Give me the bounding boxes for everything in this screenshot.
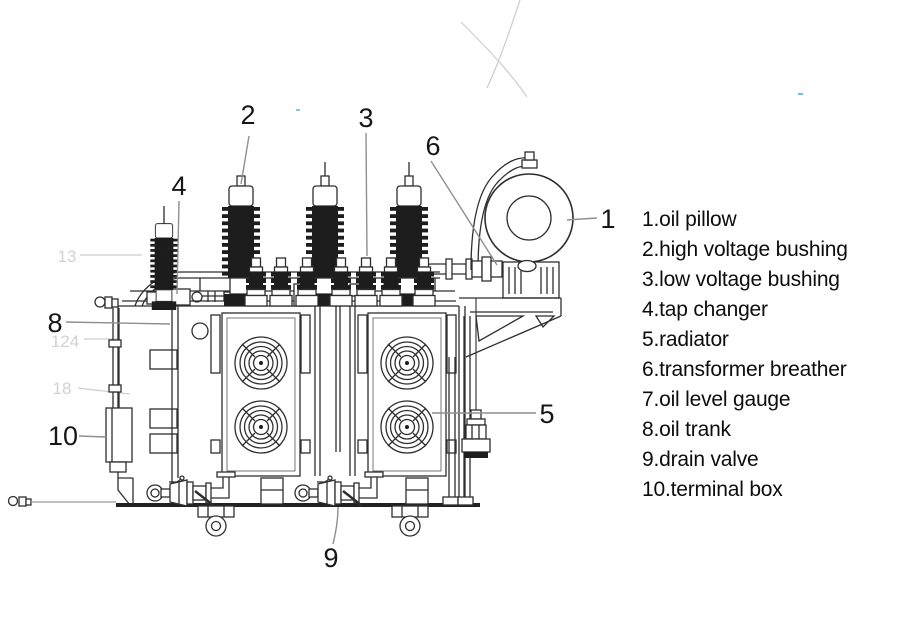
- callout-1: 1: [600, 204, 615, 234]
- watermark-leader: [77, 387, 131, 395]
- legend-item: 8.oil trank: [642, 418, 731, 441]
- watermark-13: 13: [58, 247, 77, 266]
- watermark-18: 18: [53, 379, 72, 398]
- callout-9: 9: [323, 543, 338, 573]
- transformer-breather: [461, 409, 491, 458]
- lv-bushing: [354, 257, 378, 307]
- watermark-layer: 13 124 18: [51, 0, 803, 398]
- radiator-panel-left: [210, 312, 311, 505]
- watermark-curve: [460, 21, 528, 98]
- artifact-speck: [798, 93, 803, 95]
- legend: 1.oil pillow 2.high voltage bushing 3.lo…: [642, 205, 848, 505]
- terminal-box: [105, 407, 133, 463]
- oil-level-gauge: [517, 259, 537, 273]
- legend-item: 5.radiator: [642, 328, 729, 351]
- callouts: 1 2 3 4 5 6 8 9 10: [47, 100, 615, 573]
- legend-item: 3.low voltage bushing: [642, 268, 840, 291]
- drain-valve: [145, 470, 237, 508]
- legend-item: 2.high voltage bushing: [642, 238, 848, 261]
- truss-bracket: [459, 297, 562, 358]
- tank-louver: [149, 349, 178, 370]
- radiator-panel-right: [357, 312, 457, 505]
- callout-10: 10: [48, 421, 78, 451]
- oil-pillow-tank: [484, 173, 574, 263]
- support-legs: [448, 316, 471, 497]
- left-fittings: [7, 296, 133, 507]
- manhole-cover: [191, 322, 209, 340]
- tank-louver: [149, 433, 178, 454]
- callout-5: 5: [539, 399, 554, 429]
- ground-fitting: [7, 495, 19, 507]
- tank-louver: [149, 408, 178, 429]
- legend-item: 1.oil pillow: [642, 208, 737, 231]
- callout-3: 3: [358, 103, 373, 133]
- callout-2: 2: [240, 100, 255, 130]
- watermark-124: 124: [51, 332, 79, 351]
- legend-item: 6.transformer breather: [642, 358, 847, 381]
- legend-item: 7.oil level gauge: [642, 388, 791, 411]
- watermark-curve: [486, 0, 521, 89]
- legend-item: 9.drain valve: [642, 448, 759, 471]
- legend-item: 10.terminal box: [642, 478, 783, 501]
- drain-valve: [293, 470, 385, 508]
- callout-4: 4: [171, 171, 186, 201]
- callout-6: 6: [425, 131, 440, 161]
- center-pipes: [314, 306, 356, 476]
- callout-8: 8: [47, 308, 62, 338]
- legend-item: 4.tap changer: [642, 298, 768, 321]
- artifact-speck: [296, 109, 300, 111]
- oil-pillow-assembly: [442, 151, 574, 506]
- lv-bushing: [269, 257, 293, 307]
- wheel: [197, 505, 235, 537]
- leader-lines: [65, 132, 598, 545]
- wheel: [391, 505, 429, 537]
